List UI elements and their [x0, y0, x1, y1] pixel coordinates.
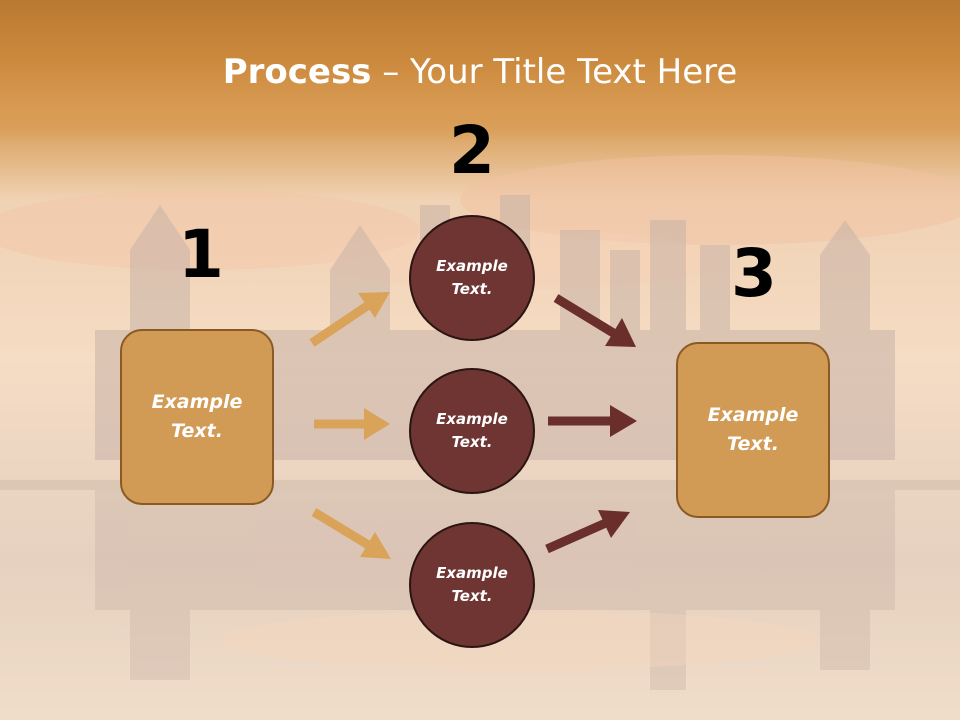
arrow-left-to-top	[309, 292, 390, 347]
circle-top: Example Text.	[409, 215, 535, 341]
title-rest: – Your Title Text Here	[371, 52, 738, 92]
circle-top-text: Example Text.	[436, 257, 508, 298]
left-box: Example Text.	[120, 329, 274, 505]
circle-middle: Example Text.	[409, 368, 535, 494]
title-bold: Process	[222, 52, 372, 92]
circle-bottom: Example Text.	[409, 522, 535, 648]
left-box-text: Example Text.	[151, 391, 243, 442]
arrow-left-to-middle	[314, 408, 390, 440]
arrow-middle-to-right	[548, 405, 637, 437]
right-box-text: Example Text.	[707, 404, 799, 455]
step-number-3: 3	[731, 235, 777, 312]
arrow-left-to-bottom	[311, 508, 391, 559]
arrow-bottom-to-right	[545, 510, 630, 554]
step-number-1: 1	[178, 216, 224, 293]
title-band	[0, 0, 960, 140]
circle-bottom-text: Example Text.	[436, 564, 508, 605]
slide-title: Process – Your Title Text Here	[0, 52, 960, 92]
circle-middle-text: Example Text.	[436, 410, 508, 451]
arrow-top-to-right	[553, 294, 636, 347]
right-box: Example Text.	[676, 342, 830, 518]
step-number-2: 2	[449, 112, 495, 189]
